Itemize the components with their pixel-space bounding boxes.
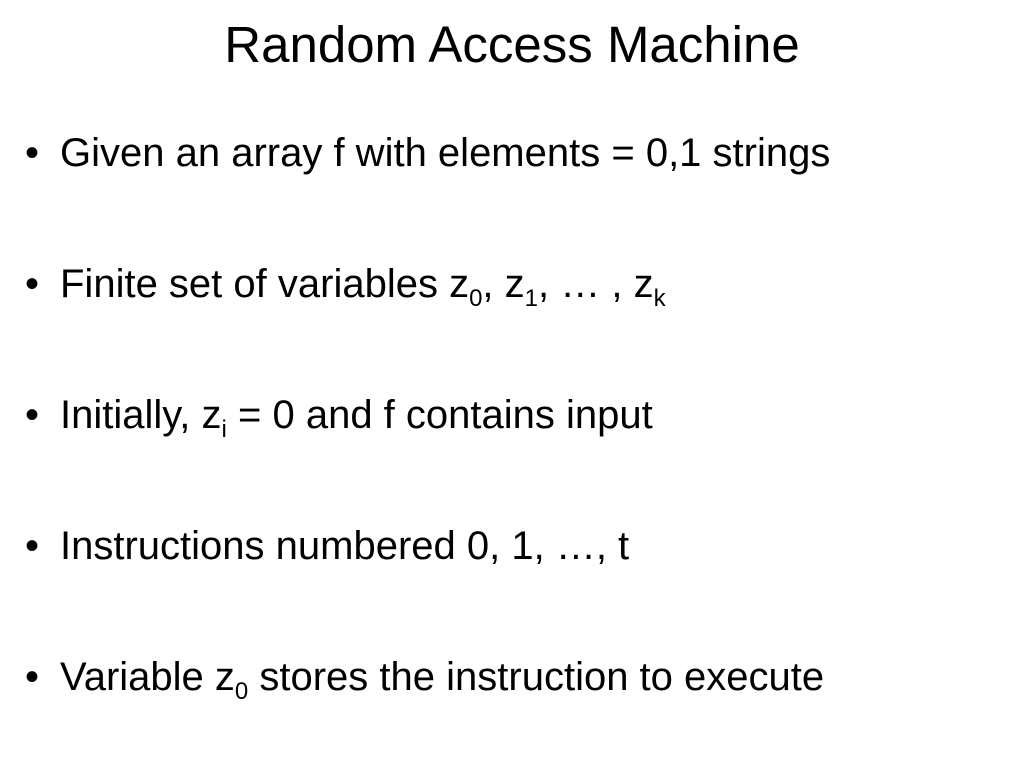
subscript: i (221, 416, 227, 443)
bullet-text-segment: Variable z (60, 655, 235, 699)
bullet-item-instructions: • Instructions numbered 0, 1, …, t (0, 517, 1024, 648)
bullet-text: Variable z0 stores the instruction to ex… (60, 648, 824, 706)
bullet-dot: • (25, 393, 40, 437)
bullet-item-initially: • Initially, zi = 0 and f contains input (0, 386, 1024, 517)
bullet-text-segment: Given an array f with elements = 0,1 str… (60, 131, 831, 175)
subscript: k (653, 285, 666, 312)
bullet-text-segment: stores the instruction to execute (248, 655, 825, 699)
subscript: 0 (234, 678, 249, 705)
bullet-text: Given an array f with elements = 0,1 str… (60, 124, 830, 182)
bullet-item-execute: • Variable z0 stores the instruction to … (0, 648, 1024, 768)
bullet-item-array: • Given an array f with elements = 0,1 s… (0, 124, 1024, 255)
bullet-text-segment: , … , z (538, 262, 654, 306)
bullet-text: Finite set of variables z0, z1, … , zk (60, 255, 666, 313)
bullet-text: Initially, zi = 0 and f contains input (60, 386, 653, 444)
subscript: 0 (469, 285, 483, 312)
slide-title: Random Access Machine (224, 16, 800, 73)
bullet-dot: • (25, 131, 40, 175)
subscript: 1 (524, 285, 539, 312)
bullet-dot: • (25, 524, 40, 568)
bullet-text-segment: Finite set of variables z (60, 262, 470, 306)
bullet-dot: • (25, 262, 40, 306)
bullet-text-segment: , z (482, 262, 525, 306)
bullet-text: Instructions numbered 0, 1, …, t (60, 517, 629, 575)
bullet-dot: • (25, 655, 40, 699)
bullet-text-segment: = 0 and f contains input (226, 393, 653, 437)
bullet-text-segment: Initially, z (60, 393, 222, 437)
bullet-list: • Given an array f with elements = 0,1 s… (0, 124, 1024, 768)
bullet-item-variables: • Finite set of variables z0, z1, … , zk (0, 255, 1024, 386)
bullet-text-segment: Instructions numbered 0, 1, …, t (60, 524, 630, 568)
